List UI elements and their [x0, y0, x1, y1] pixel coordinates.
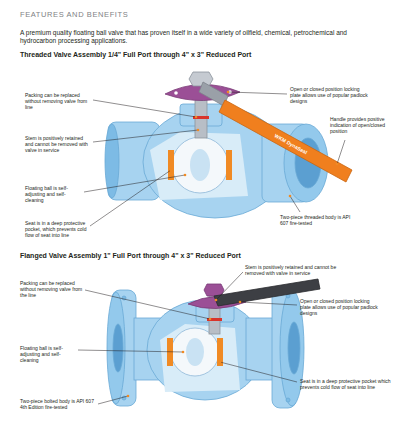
callout-text: Floating ball is self-adjusting and self…: [25, 185, 81, 203]
intro-paragraph: A premium quality floating ball valve th…: [20, 29, 380, 45]
flanged-valve: [107, 279, 320, 408]
callout-text: Two-piece bolted body is API 607 4th Edi…: [20, 398, 96, 410]
callout-text: Handle provides positive indication of o…: [330, 116, 388, 134]
leader-lines: [78, 92, 345, 404]
page-title: FEATURES AND BENEFITS: [20, 10, 128, 19]
handle-brand: WKM DynaSeal: [274, 132, 309, 155]
leader-dots: [127, 91, 339, 398]
callout-text: Seat is in a deep protective pocket, whi…: [25, 220, 89, 238]
callout-text: Floating ball is self-adjusting and self…: [20, 345, 76, 363]
callout-text: Seat is in a deep protective pocket whic…: [300, 378, 392, 390]
section-heading: Threaded Valve Assembly 1/4" Full Port t…: [20, 51, 380, 59]
callout-text: Open or closed position locking plate al…: [290, 86, 368, 104]
callout-text: Open or closed position locking plate al…: [300, 298, 378, 316]
callout-text: Stem is positively retained and cannot b…: [25, 135, 89, 153]
callout-text: Stem is positively retained and cannot b…: [245, 264, 341, 276]
callout-text: Packing can be replaced without removing…: [20, 280, 83, 298]
section-heading: Flanged Valve Assembly 1" Full Port thro…: [20, 252, 380, 260]
callout-text: Two-piece threaded body is API 607 fire-…: [280, 214, 352, 226]
callout-text: Packing can be replaced without removing…: [25, 92, 89, 110]
